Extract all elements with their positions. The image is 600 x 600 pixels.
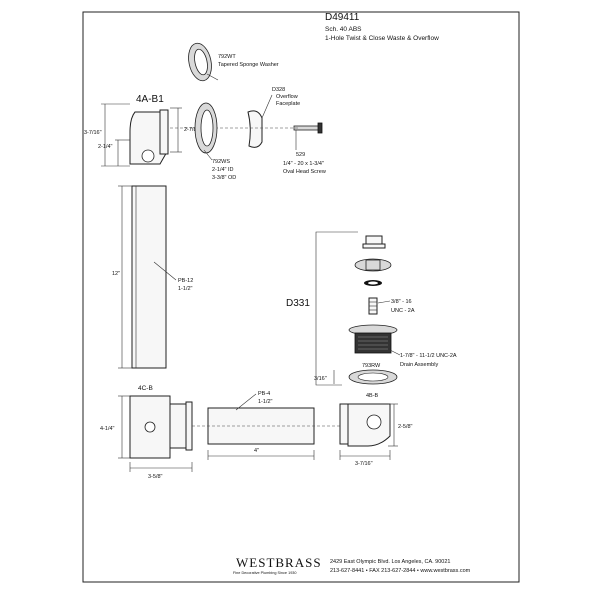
faceplate-line1: Overflow: [276, 94, 298, 100]
washer-792wt-name: Tapered Sponge Washer: [218, 62, 279, 68]
elbow-code: 4A-B1: [136, 94, 164, 105]
shoe-code: 4B-B: [366, 393, 379, 399]
screw-code: 529: [296, 152, 305, 158]
footer: WESTBRASS Fine Decorative Plumbing Since…: [233, 555, 471, 575]
company-address: 2429 East Olympic Blvd. Los Angeles, CA.…: [330, 559, 450, 565]
overflow-faceplate-d328: D328 Overflow Faceplate: [247, 87, 300, 148]
screw-line2: Oval Head Screw: [283, 169, 326, 175]
screw-line1: 1/4" - 20 x 1-3/4": [283, 161, 324, 167]
oval-head-screw-529: 529 1/4" - 20 x 1-3/4" Oval Head Screw: [283, 122, 326, 175]
brand-tagline: Fine Decorative Plumbing Since 1930: [233, 571, 297, 575]
shoe-height-dim: 2-5/8": [398, 424, 413, 430]
washer-792wt-code: 792WT: [218, 54, 236, 60]
pipe-pb4-code: PB-4: [258, 391, 270, 397]
sponge-washer-792wt: 792WT Tapered Sponge Washer: [188, 42, 279, 82]
drain-code: D331: [286, 298, 310, 309]
page-border: [82, 11, 520, 583]
shoe-width-dim: 3-7/16": [355, 461, 373, 467]
pipe-pb12-code: PB-12: [178, 278, 193, 284]
company-contact: 213-627-8441 • FAX 213-627-2844 • www.we…: [330, 568, 471, 574]
tee-height-dim: 4-1/4": [100, 426, 115, 432]
overflow-elbow-4ab1: 4A-B1 3-7/16" 2-1/4" 2-7/8": [84, 94, 199, 167]
thread-spec-line1: 3/8" - 16: [391, 299, 412, 305]
drain-d331-group: D331 3/8" - 16 UNC - 2A 1-7/8" - 11-1/2 …: [286, 231, 457, 386]
tee-code: 4C-B: [138, 385, 153, 392]
washer-792ws-id: 2-1/4" ID: [212, 167, 234, 173]
product-description: 1-Hole Twist & Close Waste & Overflow: [325, 35, 439, 42]
pipe-pb4: PB-4 1-1/2" 4": [192, 391, 340, 460]
model-number: D49411: [325, 12, 360, 23]
pipe-pb12: 12" PB-12 1-1/2": [112, 185, 193, 369]
brand-logo: WESTBRASS: [236, 555, 322, 570]
title-block: D49411 Sch. 40 ABS 1-Hole Twist & Close …: [325, 12, 439, 42]
pipe-pb4-length: 4": [254, 448, 259, 454]
faceplate-code: D328: [272, 87, 285, 93]
washer-793rw-thickness: 3/16": [314, 376, 327, 382]
drain-thread-spec: 1-7/8" - 11-1/2 UNC-2A: [400, 353, 457, 359]
washer-792ws-od: 3-3/8" OD: [212, 175, 236, 181]
tee-width-dim: 3-5/8": [148, 474, 163, 480]
material-spec: Sch. 40 ABS: [325, 26, 362, 33]
tee-4cb: 4C-B 4-1/4" 3-5/8": [100, 385, 193, 480]
elbow-height-dim: 3-7/16": [84, 130, 102, 136]
drain-assembly-name: Drain Assembly: [400, 362, 438, 368]
faceplate-line2: Faceplate: [276, 101, 300, 107]
pipe-pb4-size: 1-1/2": [258, 399, 273, 405]
pipe-pb12-length: 12": [112, 271, 120, 277]
thread-spec-line2: UNC - 2A: [391, 308, 415, 314]
washer-792ws-code: 792WS: [212, 159, 230, 165]
elbow-opening-dim: 2-7/8": [184, 127, 199, 133]
elbow-lower-dim: 2-1/4": [98, 144, 113, 150]
drain-shoe-4bb: 4B-B 2-5/8" 3-7/16": [339, 393, 413, 467]
washer-793rw-code: 793RW: [362, 363, 381, 369]
washer-792ws: 792WS 2-1/4" ID 3-3/8" OD: [194, 102, 236, 181]
pipe-pb12-size: 1-1/2": [178, 286, 193, 292]
